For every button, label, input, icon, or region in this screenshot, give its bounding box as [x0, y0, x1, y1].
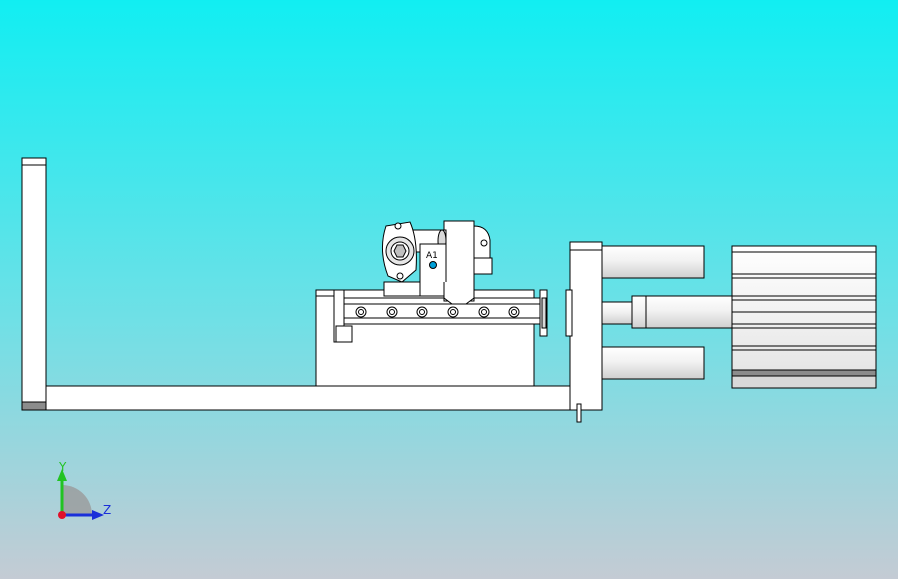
cylinder-body[interactable] [731, 245, 877, 389]
base-plate[interactable] [45, 385, 575, 411]
orientation-triad[interactable]: Y Z [50, 455, 120, 530]
assembly-model[interactable]: A1 [21, 157, 877, 423]
engraving-label: A1 [426, 251, 438, 261]
triad-graphic [57, 469, 104, 520]
left-post[interactable] [21, 157, 47, 411]
x-axis-dot [58, 511, 66, 519]
z-axis-label: Z [103, 503, 112, 517]
y-axis-label: Y [59, 460, 67, 474]
fixture-bracket[interactable]: A1 [382, 220, 493, 305]
rail-holes [355, 306, 520, 318]
slide-rail[interactable] [333, 289, 548, 343]
actuator-rods[interactable] [601, 245, 733, 380]
right-plate[interactable] [565, 241, 603, 423]
view-cone-icon [62, 485, 92, 515]
